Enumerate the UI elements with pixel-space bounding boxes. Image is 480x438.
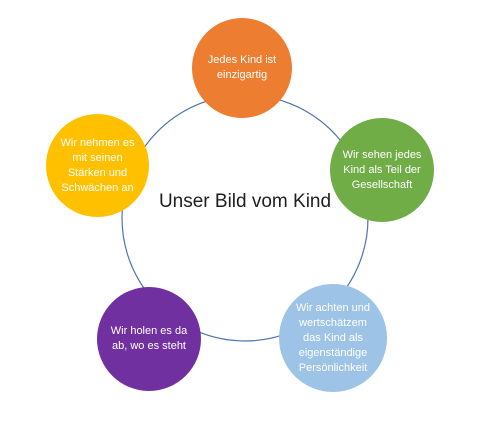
- node-respect-personality-text: Wir achten und wertschätzem das Kind als…: [296, 301, 370, 374]
- node-meet-where-stands-text: Wir holen es da ab, wo es steht: [110, 325, 188, 352]
- node-part-of-society-text: Wir sehen jedes Kind als Teil der Gesell…: [342, 148, 422, 191]
- node-unique-child-text: Jedes Kind ist einzigartig: [207, 54, 277, 81]
- node-respect-personality: Wir achten und wertschätzem das Kind als…: [279, 284, 387, 392]
- node-part-of-society: Wir sehen jedes Kind als Teil der Gesell…: [330, 118, 434, 222]
- node-meet-where-stands: Wir holen es da ab, wo es steht: [97, 287, 201, 391]
- node-strengths-weaknesses: Wir nehmen es mit seinen Stärken und Sch…: [46, 114, 149, 217]
- center-title: Unser Bild vom Kind: [158, 191, 332, 212]
- node-unique-child: Jedes Kind ist einzigartig: [192, 18, 292, 118]
- node-strengths-weaknesses-text: Wir nehmen es mit seinen Stärken und Sch…: [60, 136, 135, 194]
